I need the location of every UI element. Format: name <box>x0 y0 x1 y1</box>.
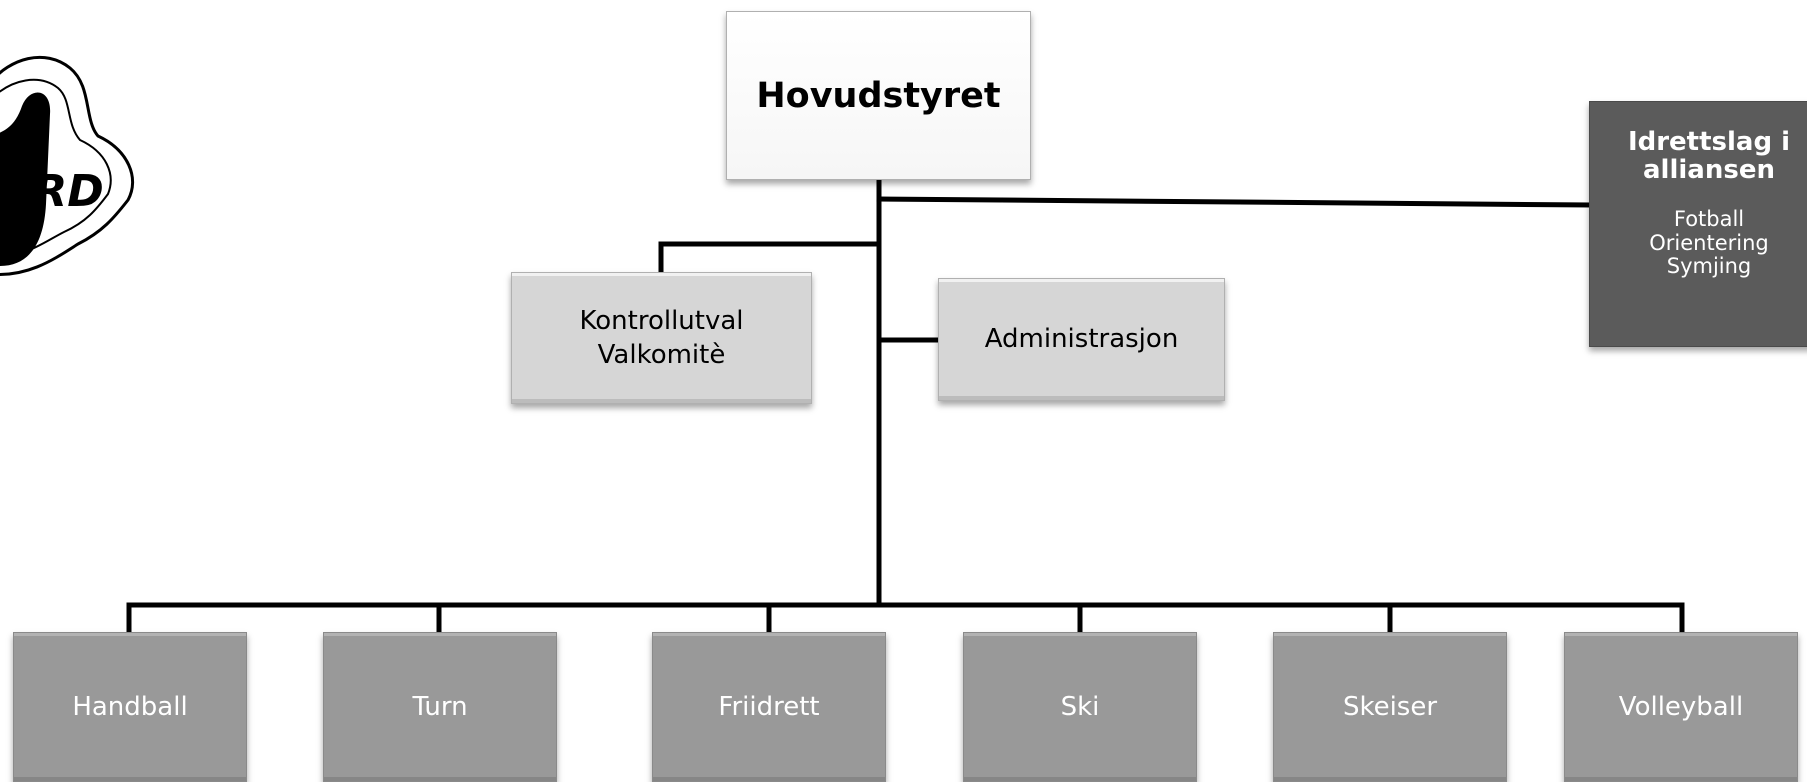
alliance-item: Orientering <box>1649 230 1769 255</box>
alliance-connector <box>876 196 1593 208</box>
group-box-turn: Turn <box>323 632 557 782</box>
board-label: Hovudstyret <box>756 75 1001 116</box>
alliance-item: Fotball <box>1673 207 1745 232</box>
control-committee-box: Kontrollutval Valkomitè <box>511 272 812 404</box>
administration-box: Administrasjon <box>938 278 1225 401</box>
emblem-stroke-shape <box>0 92 51 266</box>
group-box-skeiser: Skeiser <box>1273 632 1507 782</box>
group-label: Friidrett <box>718 692 820 722</box>
alliance-title-text: Idrettslag i alliansen <box>1627 127 1791 186</box>
alliance-box: Idrettslag i alliansen Fotball Orienteri… <box>1589 101 1807 347</box>
group-label: Handball <box>72 692 188 722</box>
alliance-list: Fotball Orientering Symjing <box>1649 208 1769 279</box>
group-label: Volleyball <box>1618 692 1744 722</box>
group-label: Turn <box>412 692 468 722</box>
control-committee-line-1: Kontrollutval <box>579 305 744 336</box>
emblem-inner-outline <box>0 78 112 258</box>
group-label: Ski <box>1060 692 1100 722</box>
connector-lines <box>126 177 1685 635</box>
group-box-ski: Ski <box>963 632 1197 782</box>
board-box: Hovudstyret <box>726 11 1031 180</box>
group-box-volleyball: Volleyball <box>1564 632 1798 782</box>
group-box-handball: Handball <box>13 632 247 782</box>
alliance-item: Symjing <box>1666 254 1752 279</box>
group-box-friidrett: Friidrett <box>652 632 886 782</box>
alliance-title: Idrettslag i alliansen <box>1619 128 1799 184</box>
group-label: Skeiser <box>1342 692 1438 722</box>
control-committee-line-2: Valkomitè <box>597 340 726 370</box>
club-logo: ORD <box>0 28 140 290</box>
club-emblem-icon: ORD <box>0 55 134 277</box>
administration-label: Administrasjon <box>984 324 1179 355</box>
logo-text: ORD <box>0 166 104 217</box>
